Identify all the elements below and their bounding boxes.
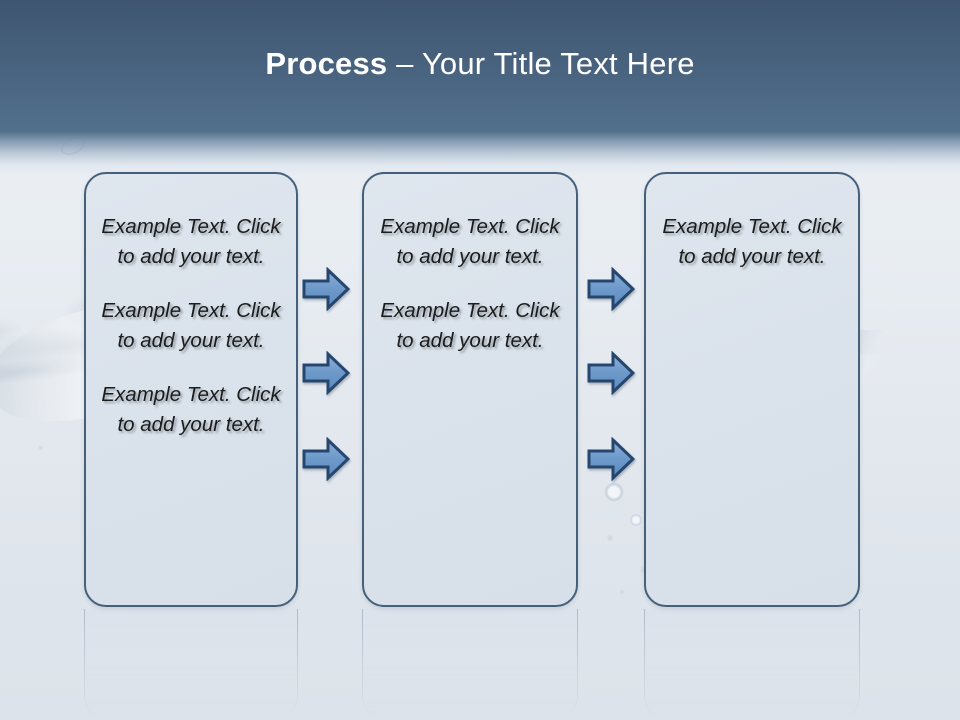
page-title-bold: Process (265, 45, 388, 81)
arrow-right-icon[interactable] (587, 437, 635, 481)
process-step-1[interactable]: Example Text. Click to add your text. Exa… (84, 172, 298, 607)
step-text-block[interactable]: Example Text. Click to add your text. (380, 299, 560, 352)
process-step-2[interactable]: Example Text. Click to add your text. Exa… (362, 172, 578, 607)
step-text-block[interactable]: Example Text. Click to add your text. (101, 215, 281, 268)
arrow-right-icon[interactable] (302, 267, 350, 311)
process-step-3[interactable]: Example Text. Click to add your text. (644, 172, 860, 607)
step-text-block[interactable]: Example Text. Click to add your text. (101, 299, 281, 352)
arrow-right-icon[interactable] (302, 351, 350, 395)
arrow-right-icon[interactable] (587, 351, 635, 395)
page-title-rest: – Your Title Text Here (387, 45, 695, 81)
step-text-block[interactable]: Example Text. Click to add your text. (380, 215, 560, 268)
arrow-right-icon[interactable] (587, 267, 635, 311)
step-text-block[interactable]: Example Text. Click to add your text. (662, 215, 842, 268)
page-title: Process – Your Title Text Here (265, 46, 694, 82)
arrow-right-icon[interactable] (302, 437, 350, 481)
title-bar: Process – Your Title Text Here (0, 0, 960, 131)
step-text-block[interactable]: Example Text. Click to add your text. (101, 383, 281, 436)
